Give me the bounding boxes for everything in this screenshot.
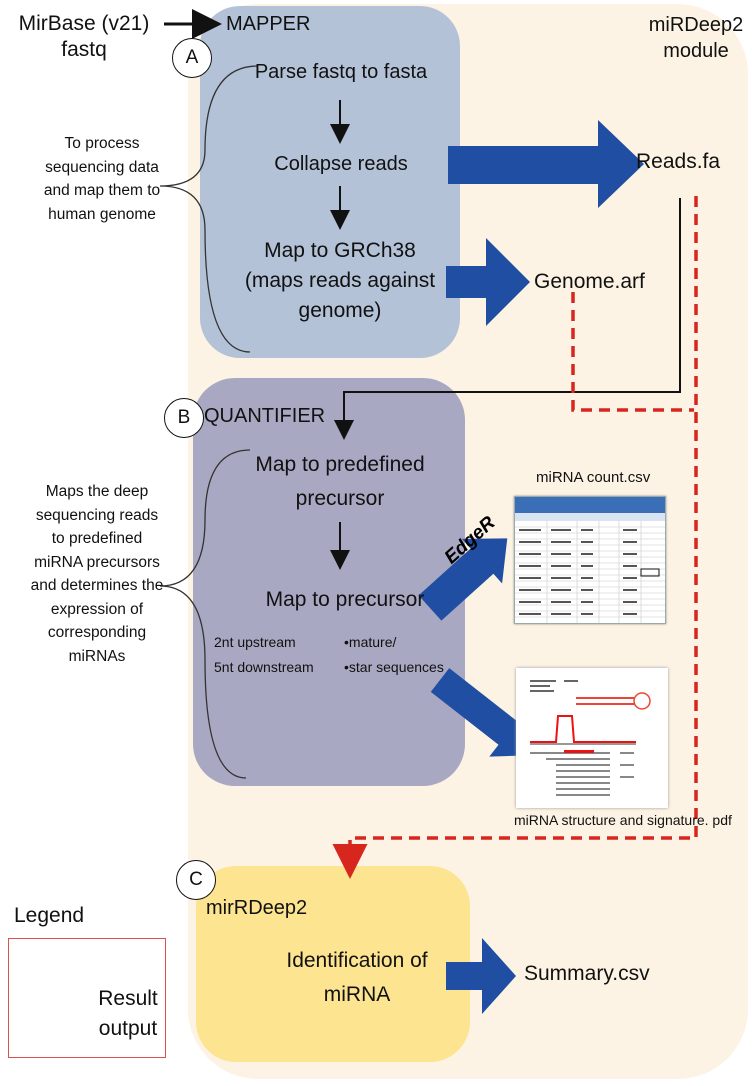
reads-fa-label: Reads.fa xyxy=(636,150,721,173)
quantifier-panel xyxy=(193,378,465,786)
mapper-title: MAPPER xyxy=(226,13,311,35)
legend-box xyxy=(8,938,166,1058)
genome-output-arrow xyxy=(446,238,530,326)
brace-a xyxy=(159,65,259,353)
quantifier-title: QUANTIFIER xyxy=(204,405,326,427)
mapper-panel xyxy=(200,6,460,358)
summary-csv-label: Summary.csv xyxy=(524,962,650,985)
detail-mature-star: •mature/ •star sequences xyxy=(344,634,444,675)
module-label: miRDeep2 module xyxy=(648,14,744,62)
pdf-structure-thumbnail xyxy=(516,668,668,808)
quantifier-description: Maps the deep sequencing reads to predef… xyxy=(30,483,164,665)
mirdeep2-title: mirRDeep2 xyxy=(206,897,308,919)
reads-output-arrow xyxy=(448,120,644,208)
marker-a: A xyxy=(172,38,212,78)
brace-b xyxy=(159,449,251,779)
edger-arrow xyxy=(418,538,508,621)
step-parse: Parse fastq to fasta xyxy=(254,61,428,83)
structure-file-label: miRNA structure and signature. pdf xyxy=(514,812,732,828)
step-map-predefined: Map to predefined precursor xyxy=(255,453,425,510)
genome-dashed-line xyxy=(571,292,694,412)
reads-to-quantifier-line xyxy=(334,198,681,440)
step-collapse: Collapse reads xyxy=(274,153,408,175)
legend-label: Result output xyxy=(98,987,158,1040)
summary-output-arrow xyxy=(446,938,516,1014)
csv-spreadsheet-thumbnail xyxy=(514,496,666,624)
count-file-label: miRNA count.csv xyxy=(536,469,651,486)
dashed-to-summary-line xyxy=(332,196,698,879)
step-map-grch38: Map to GRCh38 (maps reads against genome… xyxy=(244,239,436,322)
marker-b: B xyxy=(164,398,204,438)
detail-upstream: 2nt upstream 5nt downstream xyxy=(214,634,314,675)
step-identification: Identification of miRNA xyxy=(286,949,428,1006)
mirdeep2-panel xyxy=(196,866,470,1062)
mapper-description: To process sequencing data and map them … xyxy=(43,135,161,223)
input-source: MirBase (v21) xyxy=(18,12,150,35)
structure-output-arrow xyxy=(430,668,537,757)
input-format: fastq xyxy=(61,38,107,61)
step-map-precursor: Map to precursor xyxy=(265,588,425,611)
legend-title: Legend xyxy=(14,904,85,927)
marker-c: C xyxy=(176,860,216,900)
genome-arf-label: Genome.arf xyxy=(534,270,645,293)
